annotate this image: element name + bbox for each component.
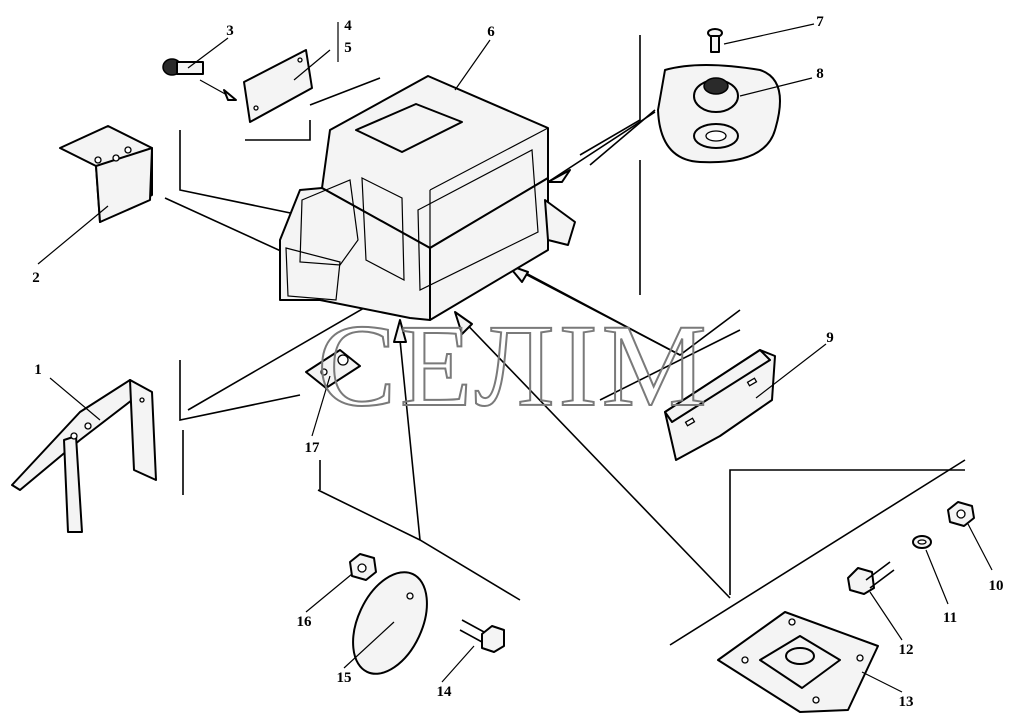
vent-assembly bbox=[657, 28, 781, 164]
round-cover bbox=[352, 571, 428, 675]
watermark-text: СЕЛІМ bbox=[317, 300, 710, 431]
label-part-16: 16 bbox=[297, 614, 313, 630]
label-part-14: 14 bbox=[437, 684, 453, 700]
label-part-2: 2 bbox=[32, 270, 40, 286]
label-part-7: 7 bbox=[816, 14, 824, 30]
label-part-11: 11 bbox=[943, 610, 957, 626]
label-part-3: 3 bbox=[226, 23, 234, 39]
nut bbox=[349, 553, 377, 581]
label-part-9: 9 bbox=[826, 330, 834, 346]
cab-body bbox=[279, 75, 576, 321]
angle-bracket bbox=[59, 125, 153, 223]
label-part-10: 10 bbox=[989, 578, 1004, 594]
rail-plate bbox=[664, 349, 776, 461]
mounting-block bbox=[305, 349, 361, 389]
label-part-8: 8 bbox=[816, 66, 824, 82]
label-part-15: 15 bbox=[337, 670, 352, 686]
label-part-12: 12 bbox=[899, 642, 914, 658]
frame-bracket bbox=[11, 379, 157, 533]
screw bbox=[162, 58, 237, 101]
label-part-4: 4 bbox=[344, 18, 352, 34]
guide-lines bbox=[179, 35, 966, 646]
label-part-6: 6 bbox=[487, 24, 495, 40]
base-plate bbox=[717, 611, 879, 713]
part-labels: 1 2 3 4 5 6 7 8 9 10 11 12 13 14 15 16 1… bbox=[32, 14, 1003, 710]
fasteners-group bbox=[847, 501, 975, 595]
bolt bbox=[459, 619, 505, 653]
label-part-1: 1 bbox=[34, 362, 42, 378]
plate bbox=[243, 22, 339, 123]
label-part-5: 5 bbox=[344, 40, 352, 56]
label-part-17: 17 bbox=[305, 440, 321, 456]
callout-lines bbox=[37, 23, 993, 693]
label-part-13: 13 bbox=[899, 694, 914, 710]
